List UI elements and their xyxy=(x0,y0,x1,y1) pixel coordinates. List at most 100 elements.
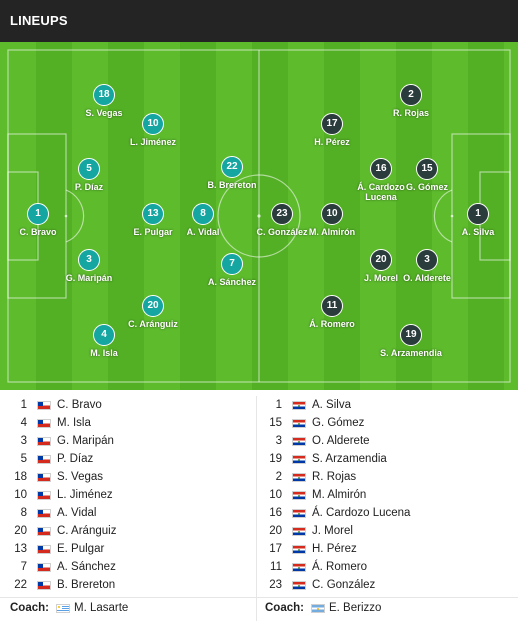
argentina-flag-icon xyxy=(311,604,325,613)
player-number-disc: 13 xyxy=(142,203,164,225)
lineup-row[interactable]: 20 C. Aránguiz xyxy=(5,522,257,540)
player-name: L. Jiménez xyxy=(57,489,113,501)
player-number-disc: 11 xyxy=(321,295,343,317)
pitch-markings xyxy=(7,49,511,383)
lineup-row[interactable]: 8 A. Vidal xyxy=(5,504,257,522)
player-name: O. Alderete xyxy=(403,273,451,283)
player-name: P. Díaz xyxy=(57,453,94,465)
shirt-number: 19 xyxy=(269,453,282,465)
coach-divider xyxy=(0,597,518,598)
lineup-row[interactable]: 10 L. Jiménez xyxy=(5,486,257,504)
paraguay-flag-icon xyxy=(292,401,306,410)
paraguay-flag-icon xyxy=(292,545,306,554)
lineup-row[interactable]: 13 E. Pulgar xyxy=(5,540,257,558)
paraguay-flag-icon xyxy=(292,563,306,572)
shirt-number: 5 xyxy=(20,453,27,465)
player-name: G. Maripán xyxy=(65,273,113,283)
player-name: S. Arzamendia xyxy=(380,348,442,358)
player-name: Á. Romero xyxy=(309,319,355,329)
player-name: E. Pulgar xyxy=(133,227,173,237)
shirt-number: 11 xyxy=(270,561,282,573)
paraguay-flag-icon xyxy=(292,437,306,446)
lineup-row[interactable]: 19 S. Arzamendia xyxy=(260,450,512,468)
player-number-disc: 3 xyxy=(416,249,438,271)
lineup-row[interactable]: 5 P. Díaz xyxy=(5,450,257,468)
player-name: B. Brereton xyxy=(207,180,257,190)
player-name: S. Vegas xyxy=(57,471,104,483)
player-number-disc: 1 xyxy=(467,203,489,225)
shirt-number: 18 xyxy=(14,471,27,483)
player-name: M. Isla xyxy=(57,417,91,429)
shirt-number: 13 xyxy=(14,543,27,555)
player-name: A. Sánchez xyxy=(207,277,256,287)
shirt-number: 1 xyxy=(275,399,282,411)
player-number-disc: 23 xyxy=(271,203,293,225)
player-number-disc: 18 xyxy=(93,84,115,106)
player-number-disc: 20 xyxy=(142,295,164,317)
player-name: A. Silva xyxy=(312,399,351,411)
player-number-disc: 5 xyxy=(78,158,100,180)
football-pitch: 1 C. Bravo 18 S. Vegas 5 P. Díaz 3 G. Ma… xyxy=(0,42,518,390)
chile-flag-icon xyxy=(37,419,51,428)
player-number-disc: 8 xyxy=(192,203,214,225)
player-name: L. Jiménez xyxy=(129,137,176,147)
player-name: J. Morel xyxy=(312,525,353,537)
player-name: A. Sánchez xyxy=(57,561,116,573)
player-name: A. Vidal xyxy=(186,227,220,237)
paraguay-flag-icon xyxy=(292,419,306,428)
player-name: C. Bravo xyxy=(57,399,102,411)
lineup-row[interactable]: 18 S. Vegas xyxy=(5,468,257,486)
player-number-disc: 10 xyxy=(142,113,164,135)
shirt-number: 8 xyxy=(20,507,27,519)
chile-flag-icon xyxy=(37,401,51,410)
shirt-number: 15 xyxy=(269,417,282,429)
player-name: A. Vidal xyxy=(57,507,97,519)
shirt-number: 22 xyxy=(14,579,27,591)
paraguay-flag-icon xyxy=(292,527,306,536)
player-name: Á. Cardozo Lucena xyxy=(357,182,405,202)
player-name: M. Almirón xyxy=(308,227,356,237)
player-name: A. Silva xyxy=(461,227,495,237)
player-name: C. Aránguiz xyxy=(57,525,117,537)
paraguay-flag-icon xyxy=(292,473,306,482)
chile-flag-icon xyxy=(37,491,51,500)
player-name: S. Arzamendia xyxy=(312,453,387,465)
chile-flag-icon xyxy=(37,437,51,446)
player-name: J. Morel xyxy=(363,273,398,283)
chile-flag-icon xyxy=(37,509,51,518)
lineup-row[interactable]: 1 A. Silva xyxy=(260,396,512,414)
chile-flag-icon xyxy=(37,527,51,536)
lineups-header: LINEUPS xyxy=(0,0,518,42)
shirt-number: 16 xyxy=(269,507,282,519)
player-number-disc: 22 xyxy=(221,156,243,178)
shirt-number: 20 xyxy=(14,525,27,537)
player-name: E. Pulgar xyxy=(57,543,105,555)
shirt-number: 4 xyxy=(20,417,27,429)
paraguay-flag-icon xyxy=(292,491,306,500)
player-number-disc: 15 xyxy=(416,158,438,180)
lineups-title: LINEUPS xyxy=(10,13,68,28)
lineup-row[interactable]: 4 M. Isla xyxy=(5,414,257,432)
player-name: G. Maripán xyxy=(57,435,114,447)
player-number-disc: 17 xyxy=(321,113,343,135)
chile-flag-icon xyxy=(37,581,51,590)
paraguay-flag-icon xyxy=(292,509,306,518)
shirt-number: 2 xyxy=(275,471,282,483)
shirt-number: 10 xyxy=(14,489,27,501)
